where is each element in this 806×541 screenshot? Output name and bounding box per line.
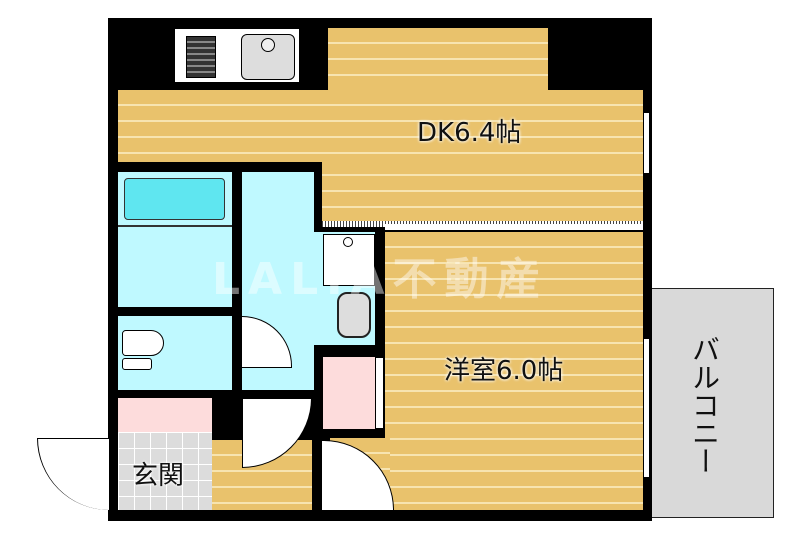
stove-icon [186, 36, 216, 78]
shoe-closet [118, 398, 212, 432]
front-door-swing [37, 438, 109, 510]
bath-tub-divider [118, 225, 232, 227]
toilet-icon [122, 330, 164, 356]
sink-icon [241, 34, 295, 80]
bathtub-icon [124, 178, 225, 220]
western-room-label: 洋室6.0帖 [444, 356, 564, 386]
window [643, 112, 650, 174]
washbasin-icon [337, 292, 371, 338]
watermark: LALIA不動産 [212, 254, 549, 305]
dk-floor [118, 90, 643, 162]
entrance-label: 玄関 [132, 461, 185, 491]
drain-icon [343, 237, 353, 247]
closet [323, 357, 375, 429]
dk-label: DK6.4帖 [417, 118, 522, 148]
dk-floor [322, 160, 643, 222]
balcony-label: バルコニー [688, 335, 721, 475]
window [643, 338, 650, 478]
balcony [652, 288, 774, 518]
sliding-door-panel [385, 224, 643, 230]
dk-floor [328, 28, 548, 92]
western-room-floor [385, 232, 643, 510]
faucet-icon [261, 38, 275, 52]
toilet-tank-icon [122, 358, 152, 370]
closet-door [375, 357, 384, 429]
entrance-floor [118, 432, 212, 510]
